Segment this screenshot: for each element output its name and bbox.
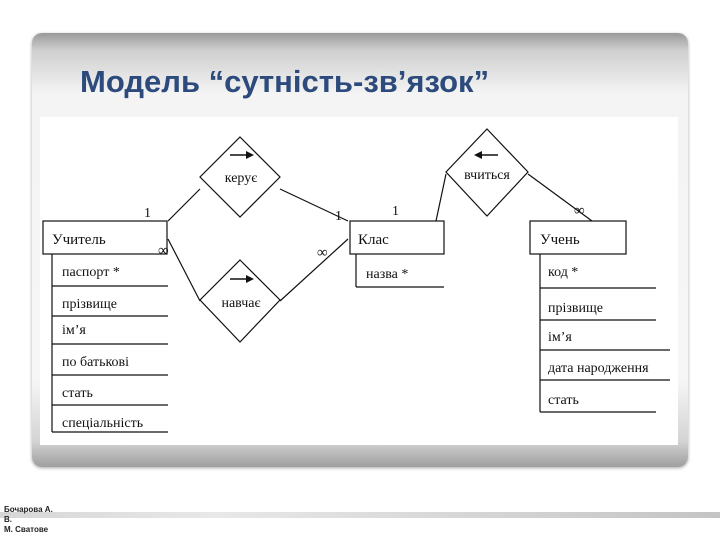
student-attr-2: прізвище [548,301,603,316]
teacher-attr-5: стать [62,386,93,401]
teacher-entity-name: Учитель [52,232,106,248]
line-teacher-manages [167,188,201,222]
line-teacher-teaches [167,238,201,302]
cardinality-studies-student: ∞ [574,203,585,219]
slide-bottom-bar [0,512,720,518]
manages-diamond [199,136,281,218]
line-studies-student [527,173,593,222]
class-attr-1: назва * [366,267,408,282]
teacher-entity-box [42,220,168,255]
class-entity-box [349,220,445,255]
line-class-studies [435,173,447,222]
student-attr-5: стать [548,393,579,408]
student-attr-3: ім’я [548,330,572,345]
student-attr-1: код * [548,265,578,280]
footer-author: Бочарова А. В. М. Сватове [4,505,84,535]
cardinality-teacher-teaches: ∞ [158,243,169,259]
studies-diamond [445,128,529,217]
cardinality-manages-class: 1 [335,209,342,224]
studies-label: вчиться [464,168,510,183]
er-diagram: керує навчає вчиться Учитель Клас Учень … [40,117,678,445]
cardinality-class-studies: 1 [392,204,399,219]
cardinality-teacher-manages: 1 [144,206,151,221]
teacher-attr-3: ім’я [62,323,86,338]
footer-author-line-3: М. Сватове [4,525,49,534]
teacher-attr-6: спеціальність [62,416,143,431]
teacher-attr-4: по батькові [62,355,129,370]
manages-label: керує [225,171,258,186]
student-attr-4: дата народження [548,361,649,376]
line-manages-class [279,188,349,222]
cardinality-teaches-class: ∞ [317,245,328,261]
teaches-label: навчає [221,296,260,311]
student-entity-name: Учень [540,232,580,248]
class-entity-name: Клас [358,232,389,248]
teacher-attr-2: прізвище [62,297,117,312]
footer-author-line-1: Бочарова А. [4,505,53,514]
footer-author-line-2: В. [4,515,12,524]
teaches-diamond [199,259,281,343]
slide-title: Модель “сутність-зв’язок” [80,64,490,99]
student-entity-box [529,220,627,255]
teacher-attr-1: паспорт * [62,265,120,280]
line-teaches-class [279,238,349,302]
